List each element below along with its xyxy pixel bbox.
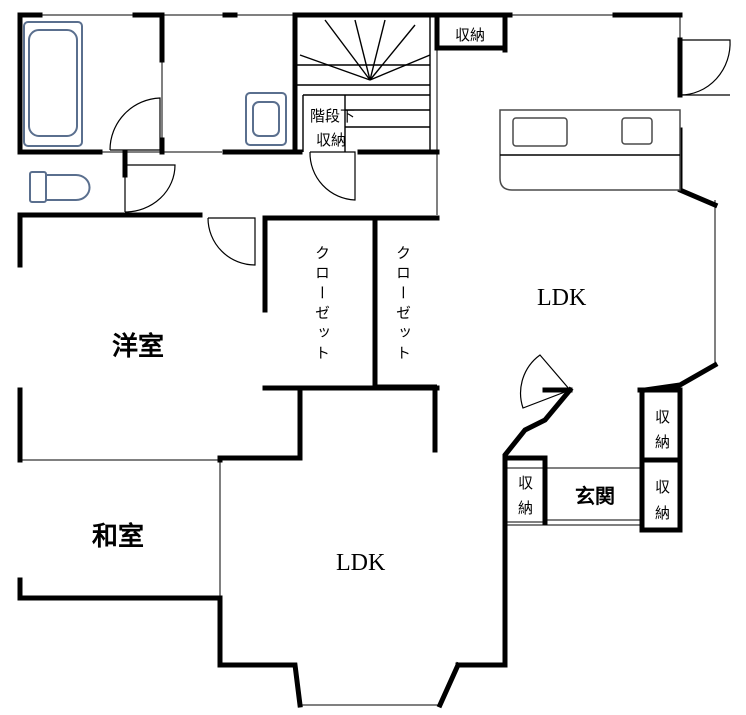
- closet-left-label: クローゼット: [313, 245, 331, 365]
- japanese-room-label: 和室: [92, 521, 144, 552]
- storage-entrance-l1: 収: [518, 474, 533, 492]
- western-room-label: 洋室: [112, 331, 164, 362]
- ldk-upper-label: LDK: [537, 285, 587, 311]
- storage-top-label: 収納: [455, 26, 485, 44]
- ldk-lower-label: LDK: [336, 550, 386, 576]
- walls: [17, 12, 719, 709]
- kitchen-counter: [499, 109, 681, 191]
- staircase: [295, 15, 431, 152]
- toilet: [29, 171, 91, 203]
- closet-right-label: クローゼット: [394, 245, 412, 365]
- washbasin: [245, 92, 287, 146]
- storage-right-top-l2: 納: [655, 433, 670, 451]
- doors: [109, 39, 731, 409]
- bathtub: [23, 21, 83, 147]
- storage-entrance-l2: 納: [518, 499, 533, 517]
- under-stairs-label-2: 収納: [316, 131, 346, 149]
- storage-right-bottom-l1: 収: [655, 478, 670, 496]
- under-stairs-label-1: 階段下: [310, 107, 355, 125]
- entrance-label: 玄関: [575, 484, 615, 508]
- storage-right-bottom-l2: 納: [655, 504, 670, 522]
- storage-right-top-l1: 収: [655, 408, 670, 426]
